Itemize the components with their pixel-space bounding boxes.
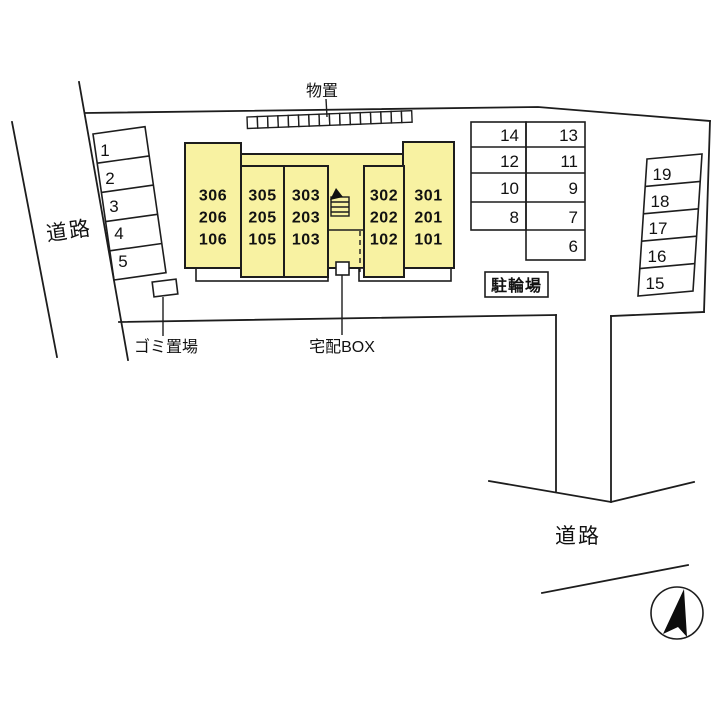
parking-space-number: 3	[109, 197, 118, 216]
parking-space-number: 17	[649, 219, 668, 238]
unit-column-306	[184, 142, 242, 269]
unit-numbers: 306 206 106 305 205 105 303 203 103 302 …	[199, 188, 442, 249]
unit-202: 202	[370, 210, 398, 227]
bicycle-parking: 駐輪場	[484, 271, 549, 298]
boundary-lines	[10, 80, 711, 595]
road-label-bottom: 道路	[555, 525, 601, 548]
parking-space-number: 14	[500, 126, 519, 145]
parking-left-outline	[92, 125, 167, 281]
delivery-box	[335, 261, 350, 276]
parking-space-number: 2	[105, 169, 114, 188]
bicycle-parking-box	[484, 271, 549, 298]
boundary-top	[84, 106, 711, 122]
parking-space-number: 6	[569, 237, 578, 256]
unit-column-301	[402, 141, 455, 269]
boundary-right	[703, 120, 711, 313]
parking-space-number: 8	[510, 208, 519, 227]
storage-label: 物置	[306, 82, 338, 100]
parking-right: 19 18 17 16 15	[637, 153, 703, 297]
boundary-bottom	[118, 314, 557, 323]
storage-shed-strip	[246, 109, 413, 130]
garbage-area: ゴミ置場	[134, 278, 198, 356]
parking-space-number: 18	[651, 192, 670, 211]
parking-space-number: 16	[648, 247, 667, 266]
parking-space-number: 5	[118, 252, 127, 271]
unit-103: 103	[292, 232, 320, 249]
road-far-edge	[540, 563, 690, 595]
boundary-left	[77, 80, 130, 362]
parking-middle: 14 12 10 8 13 11 9 7 6	[470, 121, 586, 261]
stairs-icon	[330, 188, 350, 217]
road-edge-left-outer	[10, 120, 59, 359]
unit-302: 302	[370, 188, 398, 205]
storage-leader-line	[325, 98, 328, 118]
parking-space-number: 19	[653, 165, 672, 184]
boundary-bottom-right	[610, 311, 705, 317]
parking-right-outline	[637, 153, 703, 297]
unit-102: 102	[370, 232, 398, 249]
parking-space-number: 15	[646, 274, 665, 293]
parking-middle-right-column	[525, 121, 586, 261]
unit-306: 306	[199, 188, 227, 205]
unit-205: 205	[248, 210, 276, 227]
unit-101: 101	[414, 232, 442, 249]
building: 306 206 106 305 205 105 303 203 103 302 …	[184, 141, 455, 282]
bicycle-parking-label: 駐輪場	[491, 276, 542, 295]
parking-space-number: 9	[569, 179, 578, 198]
garbage-label: ゴミ置場	[134, 337, 198, 356]
north-arrow-icon	[650, 586, 704, 640]
parking-space-number: 7	[569, 208, 578, 227]
unit-305: 305	[248, 188, 276, 205]
parking-space-number: 10	[500, 179, 519, 198]
unit-303: 303	[292, 188, 320, 205]
unit-106: 106	[199, 232, 227, 249]
road-label-left: 道路	[45, 217, 94, 246]
parking-space-number: 4	[114, 224, 123, 243]
unit-105: 105	[248, 232, 276, 249]
parking-space-number: 13	[559, 126, 578, 145]
unit-201: 201	[414, 210, 442, 227]
unit-301: 301	[414, 188, 442, 205]
unit-206: 206	[199, 210, 227, 227]
garbage-box	[151, 278, 179, 298]
parking-space-number: 1	[100, 141, 109, 160]
parking-left: 1 2 3 4 5	[92, 125, 167, 281]
unit-203: 203	[292, 210, 320, 227]
parking-space-number: 11	[560, 152, 578, 171]
delivery-box-label: 宅配BOX	[309, 338, 375, 356]
road-near-edge	[487, 479, 696, 503]
parking-space-number: 12	[500, 152, 519, 171]
unit-block-302	[363, 165, 405, 278]
